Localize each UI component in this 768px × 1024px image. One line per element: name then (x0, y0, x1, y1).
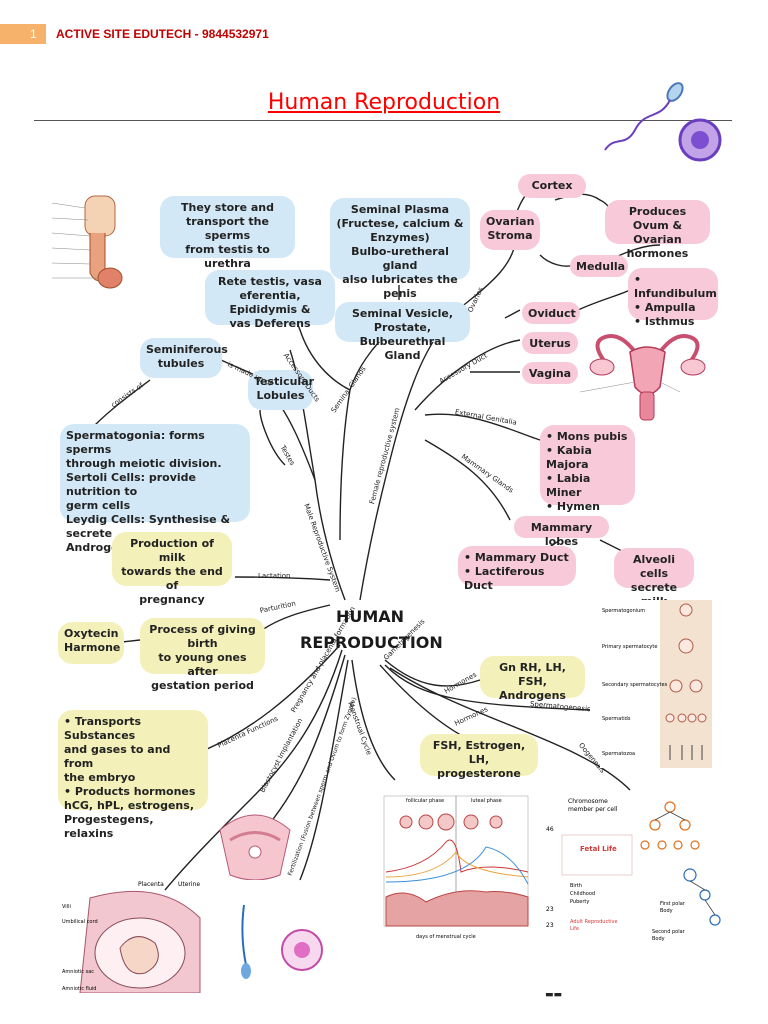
central-topic-line2: REPRODUCTION (300, 633, 443, 652)
female-reproductive-illustration (580, 334, 706, 421)
spermatids-label: Spermatids (602, 716, 631, 722)
document-title: Human Reproduction (267, 90, 501, 115)
villi-label: Villi (62, 904, 71, 910)
menstrual-cycle-illustration: follicular phase luteal phase days of me… (383, 795, 529, 940)
fertilization-illustration (241, 904, 323, 979)
giving-birth-box: Process of giving birth to young ones af… (140, 618, 265, 692)
cortex-box: Cortex (518, 174, 586, 198)
spermatozoa-label: Spermatozoa (602, 751, 635, 757)
oogenesis-illustration: Chromosome member per cell 46 Fetal Life… (546, 798, 721, 942)
sperm-transport-box: They store and transport the sperms from… (160, 196, 295, 270)
implantation-illustration (219, 814, 291, 880)
gnrh-box: Gn RH, LH, FSH, Androgens (480, 656, 585, 702)
chromosome-number-title-2: member per cell (568, 806, 618, 813)
amniotic-fluid-label: Amniotic fluid (62, 986, 96, 992)
count-23-a: 23 (546, 906, 554, 913)
page-footer-mark: ▬▬ (545, 990, 563, 1000)
fetal-life-label: Fetal Life (580, 845, 617, 853)
fsh-estrogen-box: FSH, Estrogen, LH, progesterone (420, 734, 538, 780)
mammary-lobes-box: Mammary lobes (514, 516, 609, 548)
ovarian-stroma-box: Ovarian Stroma (480, 210, 540, 250)
male-reproductive-illustration (51, 195, 123, 289)
childhood-label: Childhood (570, 891, 595, 897)
sperm-egg-icon (604, 82, 722, 162)
spermatogenesis-illustration: Spermatogonium Primary spermatocyte Seco… (600, 600, 712, 768)
follicular-phase-label: follicular phase (406, 798, 444, 804)
first-polar-body-2: Body (660, 908, 673, 914)
alveoli-box: Alveoli cells secrete milk (614, 548, 694, 608)
adult-life-label-2: Life (570, 926, 579, 932)
mammary-duct-box: • Mammary Duct • Lactiferous Duct (458, 546, 576, 592)
placenta-illustration: Placenta Uterine Villi Umbilical cord Am… (62, 881, 201, 993)
vagina-box: Vagina (522, 362, 578, 384)
birth-label: Birth (570, 883, 582, 889)
rete-testis-box: Rete testis, vasa eferentia, Epididymis … (205, 270, 335, 330)
page-number-badge: 1 (0, 24, 46, 44)
oxytocin-box: Oxytecin Harmone (58, 622, 124, 664)
count-23-b: 23 (546, 922, 554, 929)
header-title: ACTIVE SITE EDUTECH - 9844532971 (56, 27, 269, 41)
central-topic: HUMAN REPRODUCTION (300, 604, 443, 656)
luteal-phase-label: luteal phase (471, 798, 502, 804)
uterine-wall-label: Uterine (178, 881, 200, 888)
seminiferous-tubules-box: Seminiferous tubules (140, 338, 228, 378)
spermatogonia-box: Spermatogonia: forms sperms through meio… (60, 424, 250, 554)
amniotic-sac-label: Amniotic sac (62, 969, 94, 975)
umbilical-cord-label: Umbilical cord (62, 919, 98, 925)
adult-life-label: Adult Reproductive (570, 919, 618, 925)
milk-production-box: Production of milk towards the end of pr… (112, 532, 232, 606)
oviduct-parts-box: • Infundibulum • Ampulla • Isthmus (628, 268, 718, 328)
spermatogonium-label: Spermatogonium (602, 608, 645, 614)
testicular-lobules-box: Testicular Lobules (248, 370, 314, 410)
first-polar-body: First polar (660, 901, 686, 907)
central-topic-line1: HUMAN (335, 607, 405, 626)
seminal-vesicle-box: Seminal Vesicle, Prostate, Bulbeurethral… (335, 302, 470, 362)
placenta-label: Placenta (138, 881, 164, 888)
title-rule (34, 120, 732, 121)
seminal-plasma-box: Seminal Plasma (Fructese, calcium & Enzy… (330, 198, 470, 300)
secondary-spermatocytes-label: Secondary spermatocytes (602, 682, 668, 688)
second-polar-body: Second polar (652, 929, 686, 935)
second-polar-body-2: Body (652, 936, 665, 942)
puberty-label: Puberty (570, 899, 589, 905)
primary-spermatocyte-label: Primary spermatocyte (602, 644, 657, 650)
oviduct-box: Oviduct (522, 302, 580, 324)
produces-ovum-box: Produces Ovum & Ovarian hormones (605, 200, 710, 260)
medulla-box: Medulla (570, 255, 628, 277)
page-number: 1 (30, 27, 37, 41)
chromosome-number-title: Chromosome (568, 798, 608, 805)
label-lactation: Lactation (258, 572, 291, 580)
uterus-box: Uterus (522, 332, 578, 354)
count-46: 46 (546, 826, 554, 833)
menstrual-caption: days of menstrual cycle (416, 934, 476, 940)
placenta-functions-box: • Transports Substances and gases to and… (58, 710, 208, 840)
external-genitalia-box: • Mons pubis • Kabia Majora • Labia Mine… (540, 425, 635, 527)
